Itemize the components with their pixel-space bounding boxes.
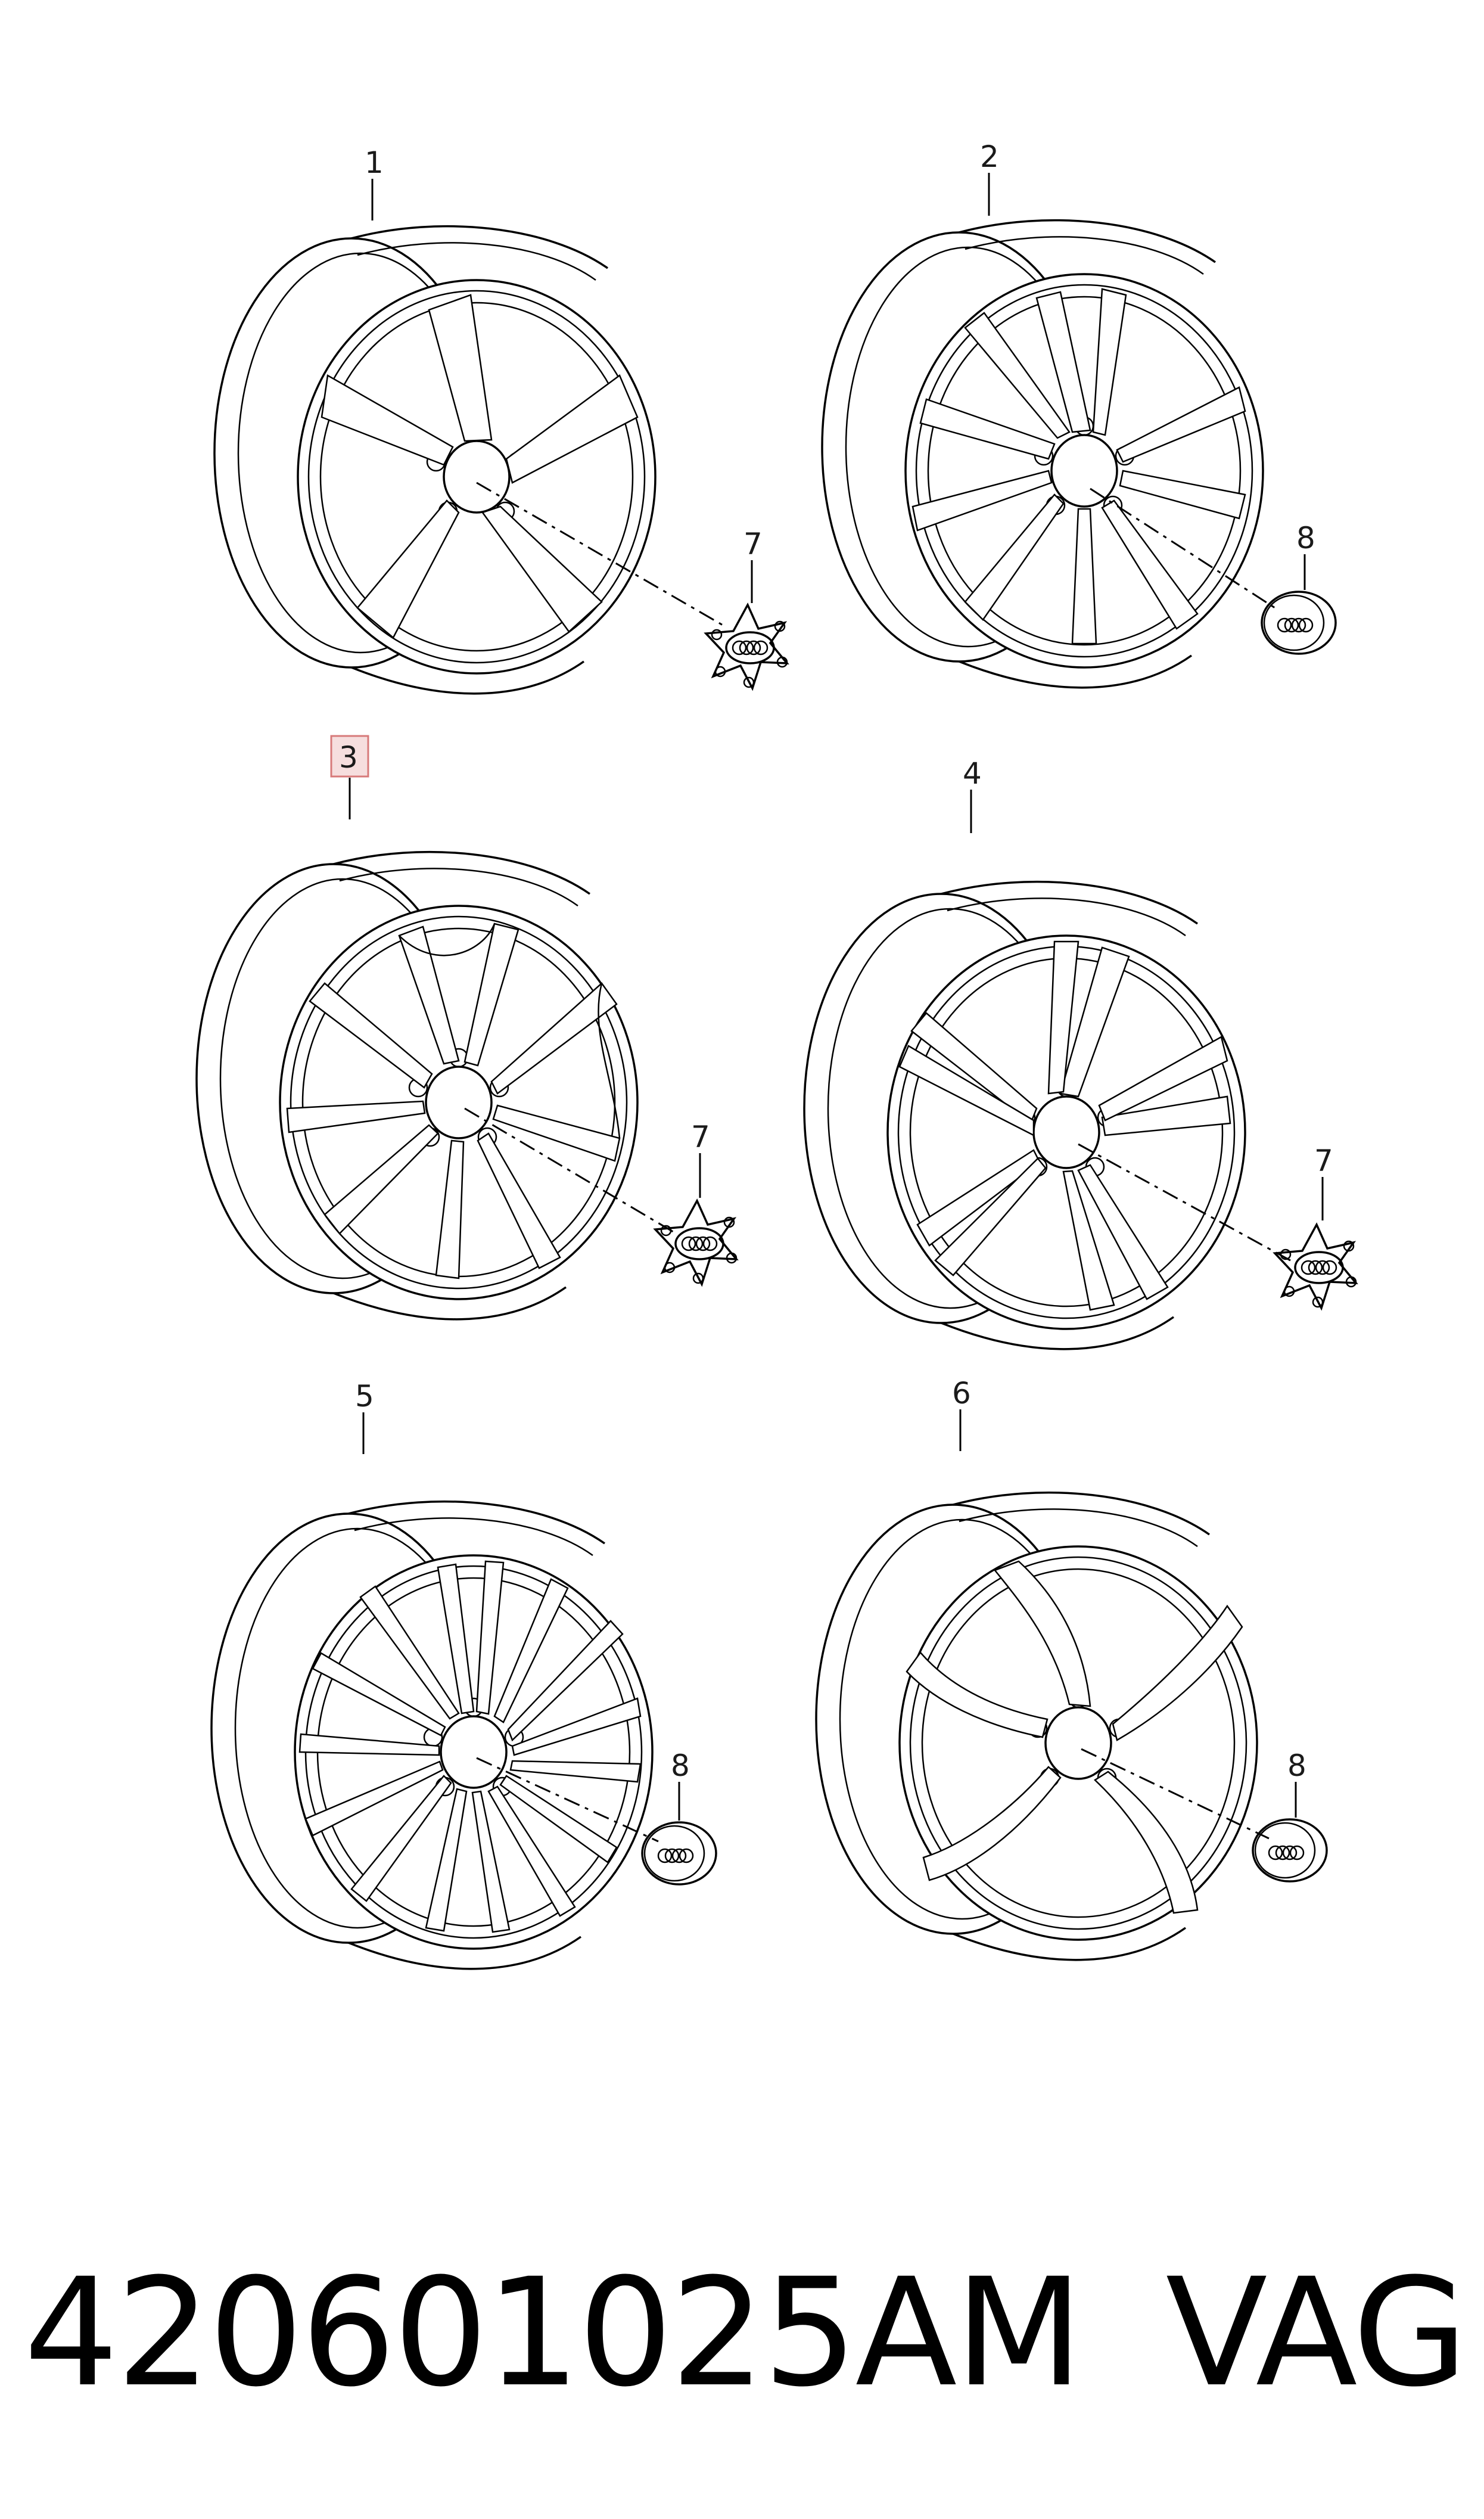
center-cap-round-8a — [1262, 592, 1336, 654]
callout-8c: 8 — [1287, 1748, 1306, 1783]
wheel-6-spokes — [906, 1560, 1243, 1914]
wheel-4-spokes — [898, 940, 1231, 1311]
part-number: 420601025AM — [24, 2246, 1083, 2419]
callout-7c: 7 — [1314, 1144, 1333, 1178]
wheel-1 — [213, 225, 657, 695]
callout-2: 2 — [980, 139, 999, 174]
footer: 420601025AM VAG — [24, 2244, 1468, 2422]
callout-4: 4 — [963, 756, 982, 791]
wheel-parts-diagram: 1 7 2 8 — [195, 139, 1484, 1970]
leader-1 — [371, 179, 724, 627]
wheel-2 — [821, 219, 1264, 689]
callout-5: 5 — [355, 1379, 374, 1414]
wheel-2-spokes — [911, 288, 1246, 645]
brand-name: VAG — [1165, 2246, 1468, 2419]
callout-7a: 7 — [743, 527, 763, 561]
wheel-4 — [803, 880, 1246, 1350]
callout-8a: 8 — [1296, 521, 1315, 555]
wheel-5 — [210, 1500, 654, 1970]
wheel-5-spokes — [298, 1560, 642, 1933]
center-cap-star-4 — [1275, 1225, 1356, 1308]
callout-7b: 7 — [691, 1120, 710, 1154]
wheel-3 — [195, 850, 639, 1321]
center-cap-star-3 — [655, 1201, 736, 1284]
center-cap-round-8c — [1253, 1819, 1327, 1881]
callout-6: 6 — [952, 1376, 971, 1411]
callout-8b: 8 — [671, 1748, 690, 1783]
callout-3-highlight-box[interactable] — [330, 735, 369, 778]
center-cap-star-1 — [706, 605, 787, 688]
wheel-1-spokes — [321, 294, 639, 639]
wheel-3-spokes — [286, 923, 621, 1279]
callout-3[interactable]: 3 — [339, 740, 358, 775]
callout-1: 1 — [365, 145, 384, 180]
center-cap-round-8b — [642, 1822, 716, 1884]
wheel-6 — [815, 1491, 1258, 1961]
